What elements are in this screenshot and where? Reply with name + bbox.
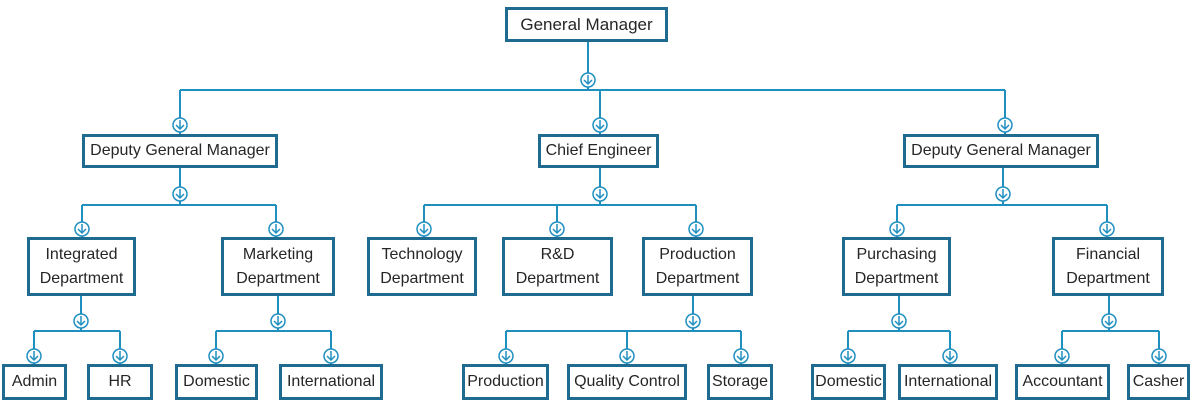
arrow-down-icon	[112, 348, 128, 364]
node-integrated-department: Integrated Department	[27, 237, 136, 296]
node-deputy-gm-right: Deputy General Manager	[903, 134, 1099, 168]
arrow-down-icon	[592, 117, 608, 133]
arrow-down-icon	[268, 221, 284, 237]
arrow-down-icon	[688, 221, 704, 237]
arrow-down-icon	[1054, 348, 1070, 364]
node-marketing-international: International	[279, 364, 383, 400]
arrow-down-icon	[26, 348, 42, 364]
node-quality-control: Quality Control	[567, 364, 687, 400]
node-accountant: Accountant	[1015, 364, 1110, 400]
arrow-down-icon	[891, 313, 907, 329]
node-general-manager: General Manager	[505, 7, 668, 42]
arrow-down-icon	[323, 348, 339, 364]
arrow-down-icon	[733, 348, 749, 364]
arrow-down-icon	[74, 221, 90, 237]
node-hr: HR	[87, 364, 153, 400]
node-production: Production	[462, 364, 549, 400]
arrow-down-icon	[208, 348, 224, 364]
arrow-down-icon	[840, 348, 856, 364]
arrow-down-icon	[619, 348, 635, 364]
node-purchasing-international: International	[898, 364, 998, 400]
node-purchasing-domestic: Domestic	[811, 364, 886, 400]
arrow-down-icon	[73, 313, 89, 329]
node-technology-department: Technology Department	[367, 237, 477, 296]
arrow-down-icon	[1099, 221, 1115, 237]
arrow-down-icon	[416, 221, 432, 237]
node-casher: Casher	[1127, 364, 1190, 400]
node-financial-department: Financial Department	[1052, 237, 1164, 296]
node-marketing-department: Marketing Department	[221, 237, 335, 296]
arrow-down-icon	[1151, 348, 1167, 364]
node-deputy-gm-left: Deputy General Manager	[82, 134, 278, 168]
node-admin: Admin	[2, 364, 67, 400]
node-chief-engineer: Chief Engineer	[538, 134, 659, 168]
arrow-down-icon	[1101, 313, 1117, 329]
arrow-down-icon	[592, 186, 608, 202]
arrow-down-icon	[580, 72, 596, 88]
node-rd-department: R&D Department	[502, 237, 613, 296]
node-storage: Storage	[707, 364, 773, 400]
arrow-down-icon	[172, 186, 188, 202]
arrow-down-icon	[498, 348, 514, 364]
arrow-down-icon	[172, 117, 188, 133]
arrow-down-icon	[270, 313, 286, 329]
arrow-down-icon	[685, 313, 701, 329]
node-marketing-domestic: Domestic	[175, 364, 258, 400]
node-production-department: Production Department	[642, 237, 753, 296]
arrow-down-icon	[995, 186, 1011, 202]
arrow-down-icon	[549, 221, 565, 237]
node-purchasing-department: Purchasing Department	[842, 237, 951, 296]
arrow-down-icon	[997, 117, 1013, 133]
arrow-down-icon	[889, 221, 905, 237]
arrow-down-icon	[942, 348, 958, 364]
